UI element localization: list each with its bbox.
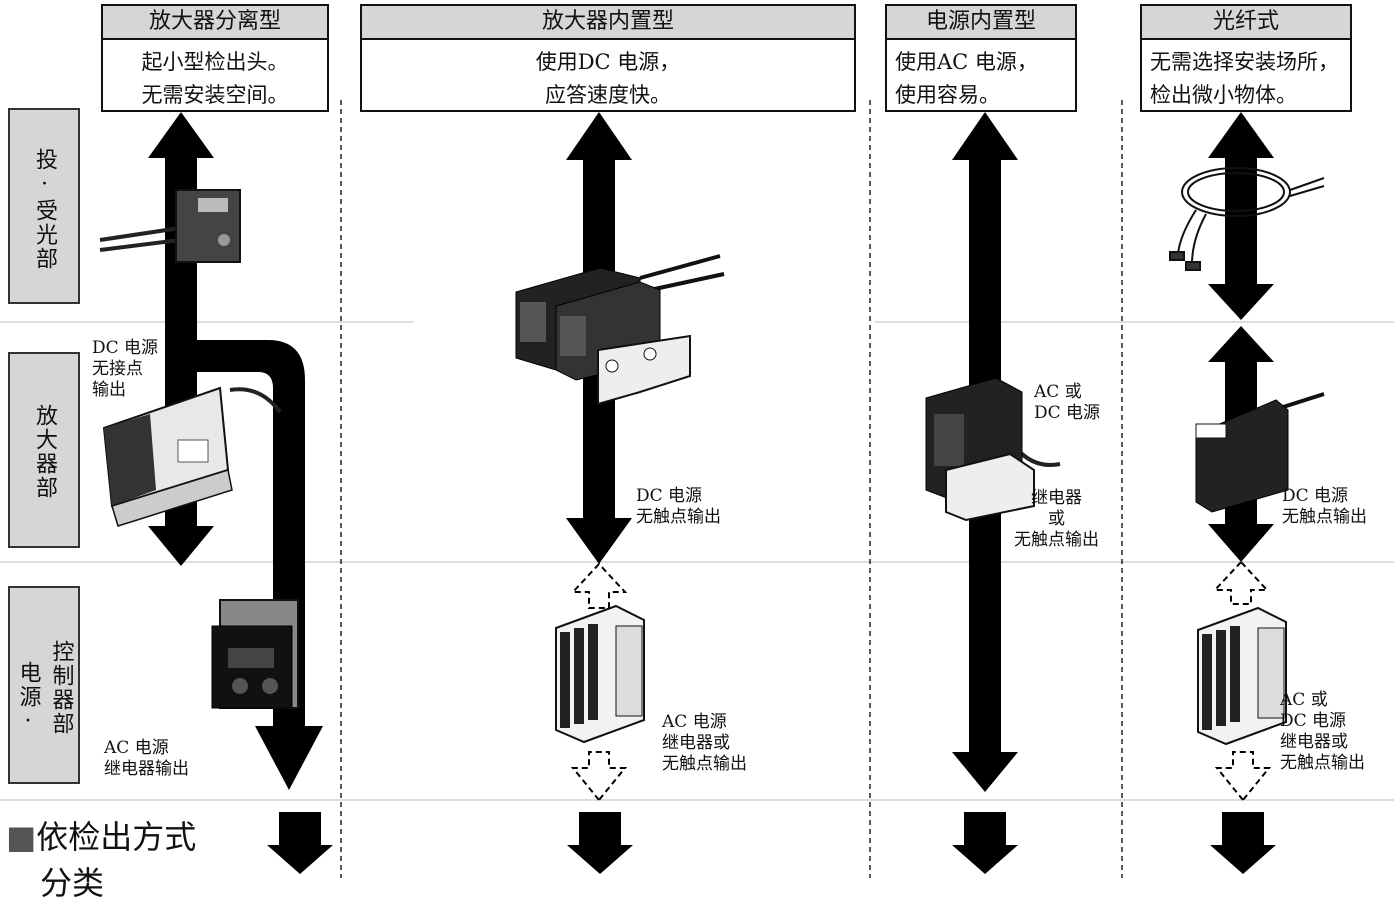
note-col2-ctrl: AC 电源 继电器或 无触点输出 [662, 712, 747, 774]
amplifier-unit-device [102, 386, 282, 527]
power-builtin-sensor-device [925, 377, 1061, 522]
row-label-emitter-receiver: 投·受光部 [8, 108, 80, 304]
col4-optional-arrows [1212, 560, 1272, 802]
row-label-power-controller: 电源· 控制器部 [8, 586, 80, 784]
column-desc-line: 应答速度快。 [545, 83, 671, 107]
column-title: 放大器内置型 [362, 6, 854, 40]
note-col3-output: 继电器 或 无触点输出 [1014, 488, 1099, 550]
note-col1-amp: DC 电源 无接点 输出 [92, 338, 159, 400]
column-separators [340, 100, 1123, 878]
note-col4-amp: DC 电源 无触点输出 [1282, 486, 1367, 527]
column-header-power-builtin: 电源内置型 使用AC 电源， 使用容易。 [885, 4, 1077, 112]
sensor-head-device [99, 189, 241, 263]
note-col3-power: AC 或 DC 电源 [1034, 382, 1101, 423]
column-description: 无需选择安装场所， 检出微小物体。 [1142, 40, 1350, 112]
column-header-fiber: 光纤式 无需选择安装场所， 检出微小物体。 [1140, 4, 1352, 112]
row-separators [0, 321, 1394, 801]
column-header-amp-builtin: 放大器内置型 使用DC 电源， 应答速度快。 [360, 4, 856, 112]
square-bullet-icon: ■ [6, 818, 37, 856]
row-label-text-a: 电源· [15, 661, 41, 736]
column-title: 电源内置型 [887, 6, 1075, 40]
row-label-text: 投·受光部 [32, 148, 57, 271]
relay-unit-device [555, 604, 645, 744]
row-label-text: 放大器部 [32, 404, 57, 500]
column-title: 光纤式 [1142, 6, 1350, 40]
fiber-cable-device [1169, 167, 1325, 271]
note-col2-amp: DC 电源 无触点输出 [636, 486, 721, 527]
classification-diagram [0, 100, 1394, 878]
column-desc-line: 无需选择安装场所， [1150, 50, 1339, 74]
note-col4-ctrl: AC 或 DC 电源 继电器或 无触点输出 [1280, 690, 1365, 773]
column-desc-line: 使用容易。 [895, 83, 1000, 107]
column-desc-line: 起小型检出头。 [141, 50, 289, 74]
column-desc-line: 使用AC 电源， [895, 50, 1038, 74]
col2-flow-arrows [566, 112, 633, 874]
col2-optional-arrows [570, 562, 628, 802]
row-label-amplifier: 放大器部 [8, 352, 80, 548]
row-label-text-b: 控制器部 [48, 640, 74, 736]
section-heading-text: 依检出方式 [36, 818, 197, 856]
section-heading-sub: 分类 [40, 864, 105, 902]
fiber-amplifier-device [1195, 392, 1325, 513]
column-description: 起小型检出头。 无需安装空间。 [103, 40, 327, 112]
column-title: 放大器分离型 [103, 6, 327, 40]
controller-unit-device [211, 599, 299, 709]
note-col1-ctrl: AC 电源 继电器输出 [104, 738, 189, 779]
column-desc-line: 使用DC 电源， [535, 50, 681, 74]
column-description: 使用AC 电源， 使用容易。 [887, 40, 1075, 112]
column-desc-line: 检出微小物体。 [1150, 83, 1297, 107]
column-desc-line: 无需安装空间。 [141, 83, 289, 107]
builtin-amp-sensor-device [515, 254, 725, 406]
relay-unit-device-2 [1197, 606, 1287, 746]
section-heading: ■依检出方式 [6, 812, 196, 858]
column-description: 使用DC 电源， 应答速度快。 [362, 40, 854, 112]
column-header-amp-separate: 放大器分离型 起小型检出头。 无需安装空间。 [101, 4, 329, 112]
